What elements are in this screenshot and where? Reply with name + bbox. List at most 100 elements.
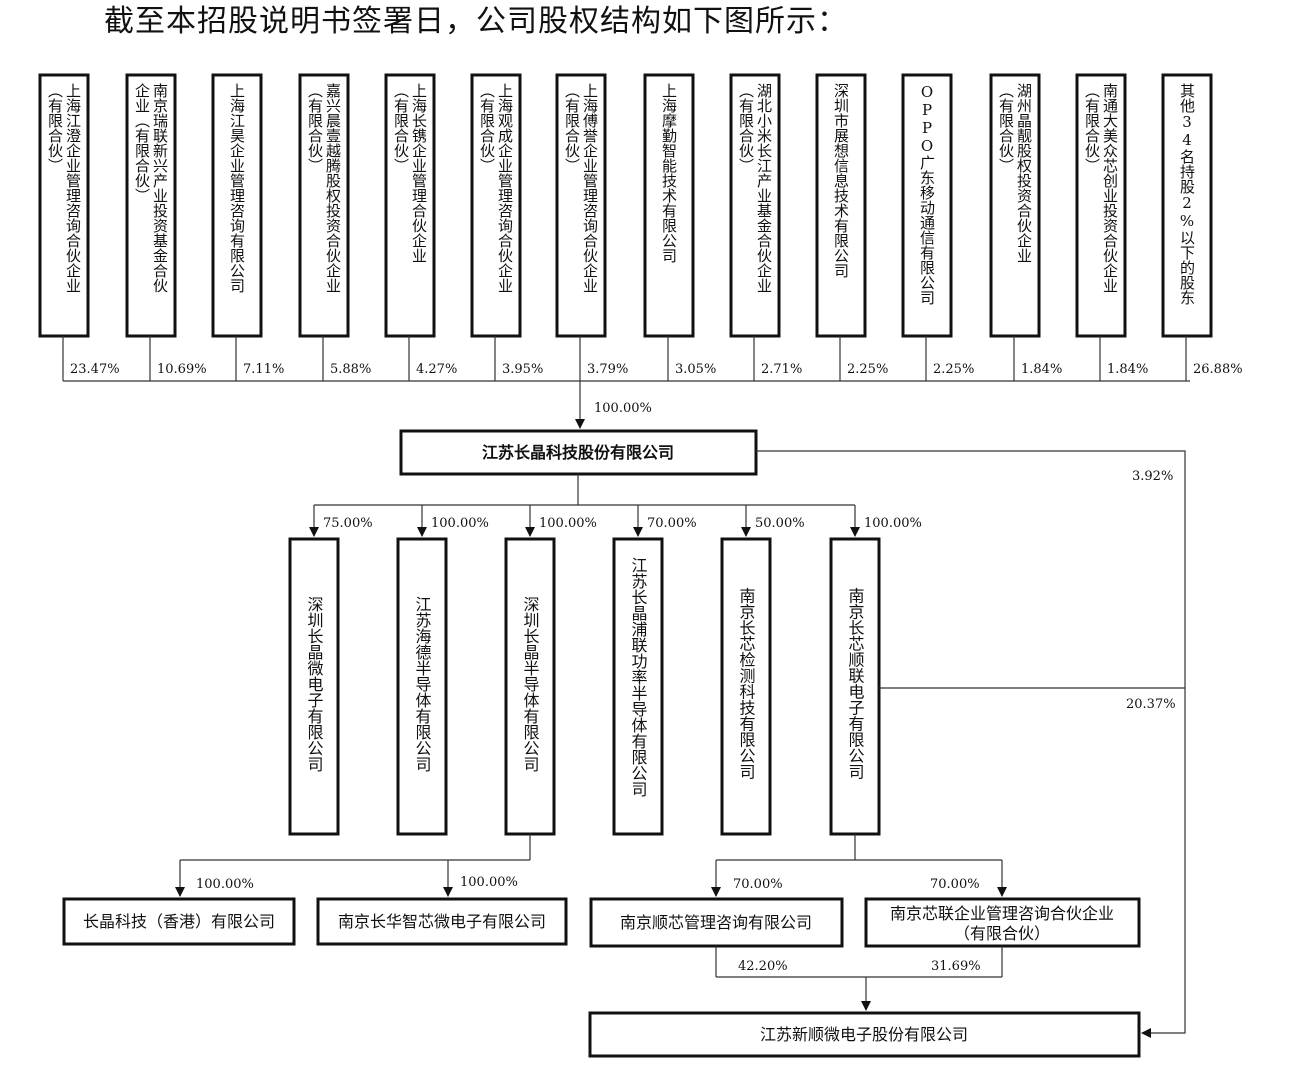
shareholder-name: OPPO广东移动通信有限公司 <box>918 83 936 305</box>
shareholder-name-line2: （有限合伙） <box>46 83 64 173</box>
shareholder-box: 上海长镌企业管理合伙企业（有限合伙） <box>384 73 436 338</box>
company-name: 江苏长晶科技股份有限公司 <box>482 443 674 462</box>
xinlian-pct: 70.00% <box>930 877 980 892</box>
children-to-target-connectors <box>715 946 1003 1011</box>
shareholder-pct: 2.71% <box>761 362 802 377</box>
subsidiary-name: 深圳长晶半导体有限公司 <box>521 596 540 772</box>
shareholder-name: 南京瑞联新兴产业投资基金合伙 <box>151 83 169 293</box>
subsidiary-name: 江苏海德半导体有限公司 <box>413 596 432 772</box>
shareholder-box: OPPO广东移动通信有限公司 <box>901 73 953 338</box>
shareholder-box: 南通大美众芯创业投资合伙企业（有限合伙） <box>1075 73 1127 338</box>
subsidiary-box: 南京长芯顺联电子有限公司 100.00% <box>829 516 922 836</box>
subsidiary-boxes: 深圳长晶微电子有限公司75.00%江苏海德半导体有限公司100.00%深圳长晶半… <box>288 516 922 836</box>
hk-pct: 100.00% <box>196 877 254 892</box>
changhua-company-name: 南京长华智芯微电子有限公司 <box>338 912 546 931</box>
changhua-company-box: 南京长华智芯微电子有限公司 <box>316 897 568 946</box>
shareholder-box: 嘉兴晨壹越腾股权投资合伙企业（有限合伙） <box>298 73 350 338</box>
shareholder-boxes: 上海江澄企业管理咨询合伙企业（有限合伙）23.47%南京瑞联新兴产业投资基金合伙… <box>38 73 1243 377</box>
shareholder-name-line2: （有限合伙） <box>392 83 410 173</box>
shareholder-box: 上海傅誉企业管理咨询合伙企业（有限合伙） <box>555 73 607 338</box>
subsidiary-pct: 100.00% <box>431 516 489 531</box>
shareholder-name: 上海长镌企业管理合伙企业 <box>410 83 428 263</box>
hk-company-name: 长晶科技（香港）有限公司 <box>83 912 275 931</box>
shareholder-name-line2: （有限合伙） <box>1083 83 1101 173</box>
xinlian-box: 南京芯联企业管理咨询合伙企业 （有限合伙） <box>864 897 1141 948</box>
shunxin-box: 南京顺芯管理咨询有限公司 <box>589 897 844 948</box>
subsidiary-box: 江苏长晶浦联功率半导体有限公司 70.00% <box>612 516 697 836</box>
shareholder-pct: 3.95% <box>502 362 543 377</box>
target-company-box: 江苏新顺微电子股份有限公司 <box>588 1011 1141 1058</box>
shunlian-children-connectors <box>711 834 1007 897</box>
subsidiary-box: 深圳长晶微电子有限公司 75.00% <box>288 516 373 836</box>
shareholder-box: 深圳市展想信息技术有限公司 <box>815 73 867 338</box>
shareholder-name: 上海摩勤智能技术有限公司 <box>660 83 678 263</box>
subsidiary-box: 深圳长晶半导体有限公司 100.00% <box>504 516 597 836</box>
shareholder-name: 嘉兴晨壹越腾股权投资合伙企业 <box>324 83 342 293</box>
shareholder-pct: 3.05% <box>675 362 716 377</box>
company-box: 江苏长晶科技股份有限公司 <box>399 429 758 476</box>
target-company-name: 江苏新顺微电子股份有限公司 <box>760 1025 968 1044</box>
hk-company-box: 长晶科技（香港）有限公司 <box>62 897 296 946</box>
shunxin-name: 南京顺芯管理咨询有限公司 <box>620 913 812 932</box>
shareholder-name-line2: 企业（有限合伙） <box>133 82 151 203</box>
subsidiary-pct: 50.00% <box>755 516 805 531</box>
shunlian-to-target-pct: 20.37% <box>1126 697 1176 712</box>
shareholder-name-line2: （有限合伙） <box>997 83 1015 173</box>
shareholder-pct: 7.11% <box>243 362 284 377</box>
shareholder-pct: 2.25% <box>933 362 974 377</box>
shareholder-pct: 5.88% <box>330 362 371 377</box>
subsidiary-pct: 70.00% <box>647 516 697 531</box>
shareholder-box: 上海江澄企业管理咨询合伙企业（有限合伙） <box>38 73 90 338</box>
shareholder-box: 上海江昊企业管理咨询有限公司 <box>211 73 263 338</box>
shareholder-box: 上海观成企业管理咨询合伙企业（有限合伙） <box>470 73 522 338</box>
subsidiary-pct: 100.00% <box>539 516 597 531</box>
subsidiary-name: 南京长芯顺联电子有限公司 <box>846 588 865 780</box>
shareholder-box: 上海摩勤智能技术有限公司 <box>643 73 695 338</box>
shareholder-pct: 1.84% <box>1107 362 1148 377</box>
shareholder-name: 湖州晶靓股权投资合伙企业 <box>1015 83 1033 263</box>
subsidiary-pct: 75.00% <box>323 516 373 531</box>
shareholder-name-line2: （有限合伙） <box>478 83 496 173</box>
shareholder-name: 其他34名持股2%以下的股东 <box>1178 83 1196 305</box>
shareholder-name: 湖北小米长江产业基金合伙企业 <box>755 83 773 293</box>
shareholder-name: 上海傅誉企业管理咨询合伙企业 <box>581 83 599 293</box>
shareholder-name: 上海江昊企业管理咨询有限公司 <box>228 83 246 293</box>
shareholder-pct: 3.79% <box>587 362 628 377</box>
subsidiary-connectors <box>309 474 860 537</box>
changhua-pct: 100.00% <box>460 875 518 890</box>
total-ownership-label: 100.00% <box>594 401 652 416</box>
shareholder-name: 上海江澄企业管理咨询合伙企业 <box>64 83 82 293</box>
company-to-target-pct: 3.92% <box>1132 469 1173 484</box>
shareholder-name: 深圳市展想信息技术有限公司 <box>832 83 850 278</box>
shareholder-name: 上海观成企业管理咨询合伙企业 <box>496 83 514 293</box>
company-to-target-connector <box>756 450 1186 1038</box>
subsidiary-box: 江苏海德半导体有限公司 100.00% <box>396 516 489 836</box>
xinlian-name-line1: 南京芯联企业管理咨询合伙企业 <box>890 904 1114 923</box>
shenzhen-children-connectors <box>175 834 531 897</box>
page-caption: 截至本招股说明书签署日，公司股权结构如下图所示： <box>104 4 848 39</box>
shareholder-pct: 1.84% <box>1021 362 1062 377</box>
shareholder-box: 其他34名持股2%以下的股东 <box>1161 73 1213 338</box>
xinlian-to-target-pct: 31.69% <box>931 959 981 974</box>
subsidiary-name: 南京长芯检测科技有限公司 <box>737 588 756 780</box>
subsidiary-box: 南京长芯检测科技有限公司 50.00% <box>720 516 805 836</box>
shareholder-connectors <box>62 336 1190 429</box>
shareholder-pct: 4.27% <box>416 362 457 377</box>
shareholder-box: 湖北小米长江产业基金合伙企业（有限合伙） <box>729 73 781 338</box>
subsidiary-name: 深圳长晶微电子有限公司 <box>305 596 324 772</box>
shunxin-pct: 70.00% <box>733 877 783 892</box>
shareholder-pct: 26.88% <box>1193 362 1243 377</box>
shareholder-name: 南通大美众芯创业投资合伙企业 <box>1101 83 1119 293</box>
subsidiary-name: 江苏长晶浦联功率半导体有限公司 <box>629 557 648 797</box>
shareholder-name-line2: （有限合伙） <box>563 83 581 173</box>
subsidiary-pct: 100.00% <box>864 516 922 531</box>
shunxin-to-target-pct: 42.20% <box>738 959 788 974</box>
shareholder-pct: 10.69% <box>157 362 207 377</box>
xinlian-name-line2: （有限合伙） <box>954 924 1050 943</box>
shareholder-box: 湖州晶靓股权投资合伙企业（有限合伙） <box>989 73 1041 338</box>
shareholder-pct: 23.47% <box>70 362 120 377</box>
shareholder-name-line2: （有限合伙） <box>306 83 324 173</box>
shareholder-pct: 2.25% <box>847 362 888 377</box>
